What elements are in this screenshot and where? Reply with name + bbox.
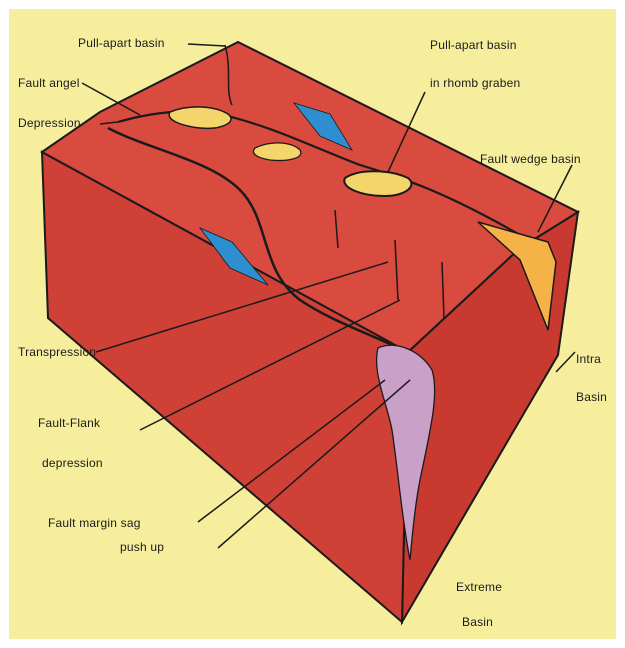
label-transpression: Transpression (18, 345, 96, 359)
label-push-up: push up (120, 540, 164, 554)
label-extreme-basin-line-2: Basin (462, 615, 493, 629)
label-fault-margin-sag: Fault margin sag (48, 516, 141, 530)
pull-apart-basin-top-detail (253, 143, 300, 161)
label-intra-basin-line-1: Intra (576, 352, 601, 366)
label-pull-apart-basin-top: Pull-apart basin (78, 36, 165, 50)
label-fault-wedge-basin: Fault wedge basin (480, 152, 581, 166)
label-in-graben: in rhomb graben (430, 76, 520, 90)
label-depression: Depression (18, 116, 81, 130)
label-intra-basin-line-2: Basin (576, 390, 607, 404)
leader-pull-apart-top (188, 44, 225, 46)
label-pull-apart-basin-right: Pull-apart basin (430, 38, 517, 52)
label-fault-flank: Fault-Flank (38, 416, 100, 430)
label-fault-angle: Fault angel (18, 76, 80, 90)
label-extreme-basin-line-1: Extreme (456, 580, 502, 594)
label-flank-depression: depression (42, 456, 103, 470)
